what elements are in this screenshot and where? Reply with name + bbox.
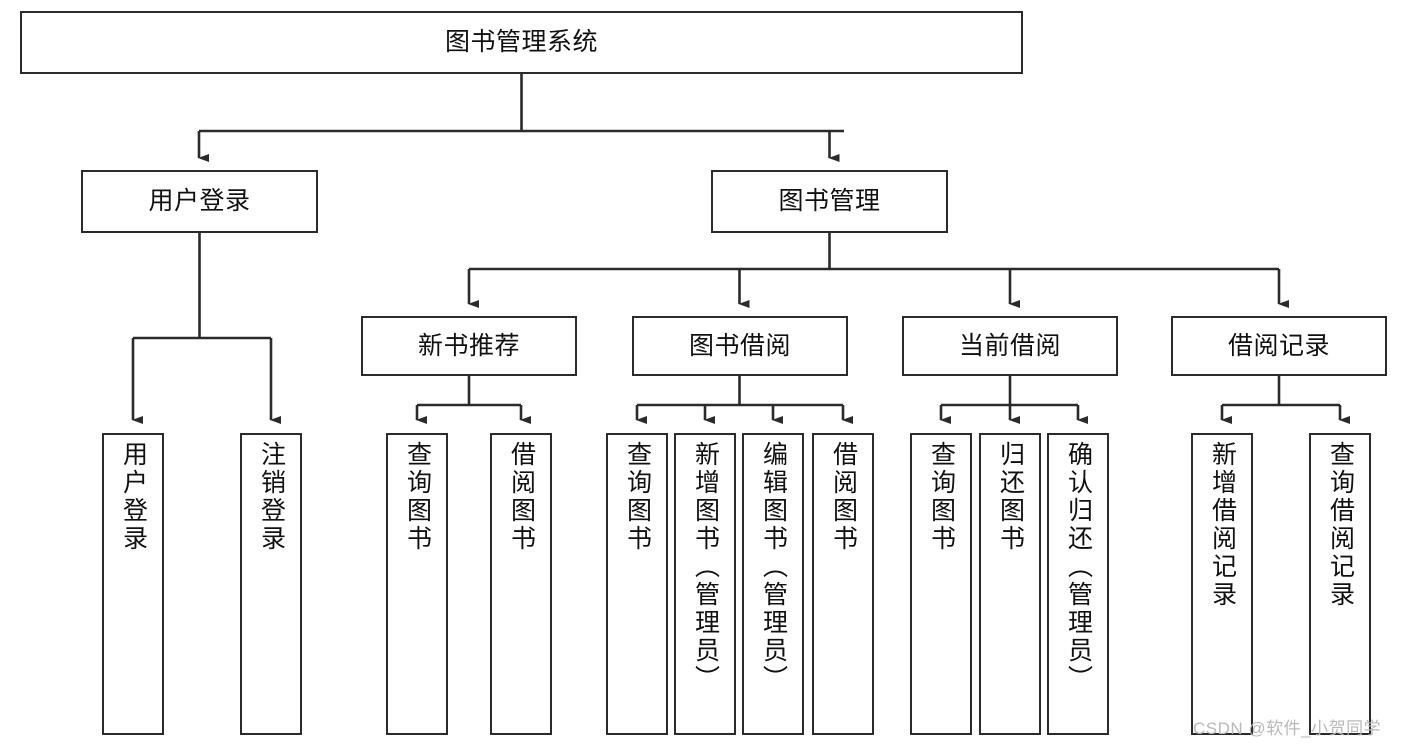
leaf-borrow-book-1[interactable]: 借阅图书 (490, 433, 552, 735)
node-label: 注销登录 (257, 441, 286, 553)
leaf-confirm-return-admin[interactable]: 确认归还（管理员） (1047, 433, 1109, 735)
node-label: 查询借阅记录 (1326, 441, 1355, 609)
leaf-logout-login[interactable]: 注销登录 (240, 433, 302, 735)
node-label: 新增借阅记录 (1208, 441, 1237, 609)
leaf-borrow-book-2[interactable]: 借阅图书 (812, 433, 874, 735)
leaf-edit-book-admin[interactable]: 编辑图书（管理员） (742, 433, 804, 735)
node-label: 借阅图书 (829, 441, 858, 553)
node-label: 新增图书（管理员） (691, 441, 720, 693)
leaf-add-borrow-record[interactable]: 新增借阅记录 (1191, 433, 1253, 735)
node-label: 确认归还（管理员） (1064, 441, 1093, 693)
leaf-query-book-2[interactable]: 查询图书 (606, 433, 668, 735)
leaf-query-book-1[interactable]: 查询图书 (386, 433, 448, 735)
node-label: 新书推荐 (417, 331, 520, 360)
node-book-manage[interactable]: 图书管理 (711, 170, 948, 233)
node-label: 借阅记录 (1227, 331, 1330, 360)
node-label: 图书管理 (778, 187, 881, 216)
node-label: 查询图书 (927, 441, 956, 553)
node-label: 图书管理系统 (444, 28, 598, 57)
node-system-root[interactable]: 图书管理系统 (20, 11, 1023, 74)
node-label: 查询图书 (403, 441, 432, 553)
csdn-watermark: CSDN @软件_小贺同学 (1193, 719, 1382, 738)
node-borrow-record[interactable]: 借阅记录 (1171, 316, 1387, 376)
node-label: 用户登录 (148, 187, 251, 216)
node-label: 归还图书 (996, 441, 1025, 553)
node-book-borrow[interactable]: 图书借阅 (632, 316, 848, 376)
node-label: 当前借阅 (958, 331, 1061, 360)
node-new-book-recommend[interactable]: 新书推荐 (361, 316, 577, 376)
leaf-add-book-admin[interactable]: 新增图书（管理员） (674, 433, 736, 735)
node-label: 图书借阅 (688, 331, 791, 360)
node-label: 查询图书 (623, 441, 652, 553)
node-current-borrow[interactable]: 当前借阅 (902, 316, 1118, 376)
node-label: 用户登录 (119, 441, 148, 553)
leaf-query-borrow-record[interactable]: 查询借阅记录 (1309, 433, 1371, 735)
node-label: 编辑图书（管理员） (759, 441, 788, 693)
node-label: 借阅图书 (507, 441, 536, 553)
node-user-login[interactable]: 用户登录 (81, 170, 318, 233)
leaf-query-book-3[interactable]: 查询图书 (910, 433, 972, 735)
leaf-user-login[interactable]: 用户登录 (102, 433, 164, 735)
leaf-return-book[interactable]: 归还图书 (979, 433, 1041, 735)
